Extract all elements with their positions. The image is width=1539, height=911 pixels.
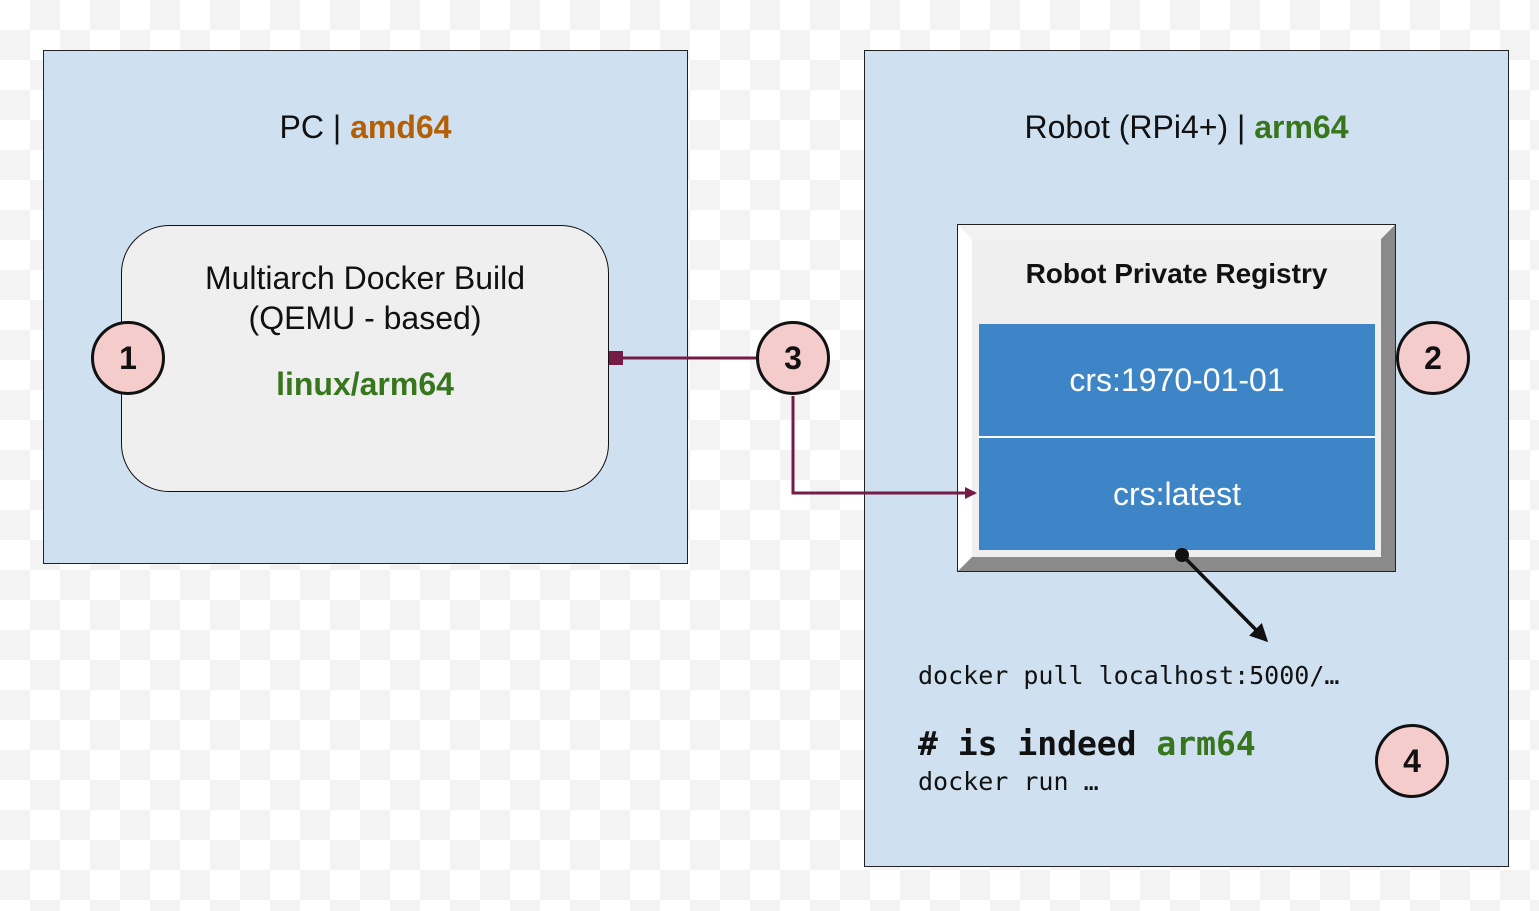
docker-run-command: docker run … [918,767,1099,796]
build-title-line1: Multiarch Docker Build [204,260,526,296]
tag-divider [979,436,1375,438]
docker-pull-command: docker pull localhost:5000/… [918,661,1340,690]
pc-title: PC | amd64 [44,109,687,146]
connector-start-square [609,351,623,365]
robot-title-prefix: Robot (RPi4+) | [1024,109,1255,145]
comment-prefix: # is indeed [918,724,1157,763]
connector-step3-to-latest [791,396,977,499]
registry-title: Robot Private Registry [1025,258,1328,289]
registry-tag-latest: crs:latest [979,438,1375,550]
step-marker-2: 2 [1396,321,1470,395]
comment-arch: arm64 [1156,724,1256,763]
step-marker-1: 1 [91,321,165,395]
pc-arch-label: amd64 [350,109,452,145]
step-marker-4: 4 [1375,724,1449,798]
multiarch-build-box: Multiarch Docker Build (QEMU - based) li… [121,225,609,492]
step-marker-3: 3 [756,321,830,395]
robot-arch-label: arm64 [1254,109,1349,145]
build-title-line2: (QEMU - based) [248,300,482,336]
pull-arrow [1180,553,1269,643]
arch-check-comment: # is indeed arm64 [918,724,1256,763]
robot-title: Robot (RPi4+) | arm64 [865,109,1508,146]
build-platform-label: linux/arm64 [276,366,454,402]
pc-title-prefix: PC | [279,109,351,145]
registry-tag-dated: crs:1970-01-01 [979,324,1375,436]
